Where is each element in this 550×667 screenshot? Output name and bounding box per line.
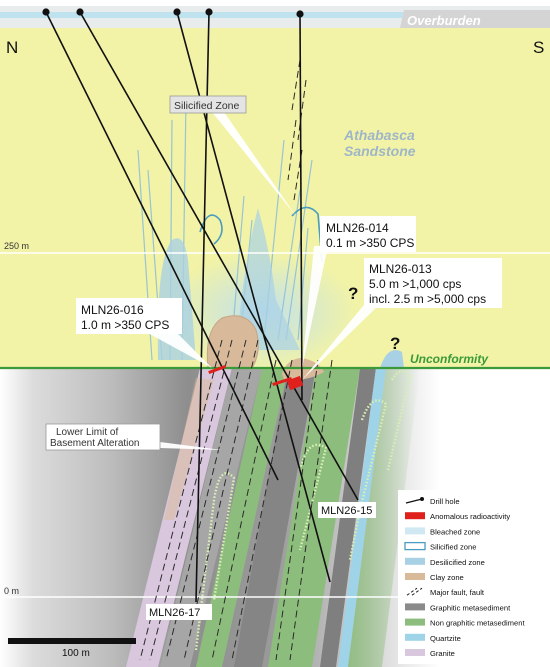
callout-mln26-013-detail-1: 5.0 m >1,000 cps <box>369 277 461 291</box>
legend-label: Non graphitic metasediment <box>430 619 525 628</box>
desilicified-zone-east <box>380 350 404 368</box>
hole-label-mln26-17: MLN26-17 <box>149 607 200 619</box>
legend-label: Desilicified zone <box>430 558 485 567</box>
legend-item: Clay zone <box>405 573 464 582</box>
silicified-zone-label-box <box>169 95 247 114</box>
legend-symbol <box>405 557 425 565</box>
drill-hole-mln26-014 <box>299 13 303 401</box>
legend-item: Desilicified zone <box>405 557 485 567</box>
question-mark-central: ? <box>348 284 358 303</box>
callout-mln26-014-box <box>320 216 416 252</box>
hole-label-mln26-17-box <box>146 604 212 620</box>
callout-mln26-013-detail-2: incl. 2.5 m >5,000 cps <box>369 292 486 306</box>
legend-label: Granite <box>430 649 455 658</box>
callout-mln26-016-box <box>76 298 182 334</box>
legend-item: Granite <box>405 649 455 658</box>
athabasca-label-line2: Sandstone <box>344 143 416 159</box>
lower-limit-label-line2: Basement Alteration <box>50 438 140 449</box>
clay-zone-central <box>282 358 324 381</box>
non-graphitic-strip-2 <box>268 368 360 667</box>
callout-mln26-014-detail: 0.1 m >350 CPS <box>326 236 414 250</box>
legend-label: Major fault, fault <box>430 588 485 597</box>
callout-mln26-013-box <box>364 258 502 308</box>
legend-symbol <box>405 573 425 580</box>
overburden-label-band <box>400 10 550 28</box>
legend-label: Clay zone <box>430 573 464 582</box>
drill-hole-mln26-15 <box>79 11 359 501</box>
legend-item: Anomalous radioactivity <box>405 512 510 521</box>
lower-limit-label-line1: Lower Limit of <box>56 427 118 438</box>
silicified-outline-east <box>291 206 323 263</box>
callout-pointers <box>146 112 384 450</box>
scale-bar-label: 100 m <box>62 648 90 659</box>
graphitic-strip-2 <box>234 368 316 667</box>
legend-symbol <box>404 541 426 551</box>
callout-mln26-014-hole: MLN26-014 <box>326 221 389 235</box>
depth-label-0: 0 m <box>4 586 19 596</box>
legend-item: Silicified zone <box>404 541 476 552</box>
clay-zone-west <box>206 315 259 369</box>
legend-symbol <box>405 618 425 626</box>
legend-symbol <box>406 587 423 596</box>
collar-markers <box>42 8 304 18</box>
question-mark-east: ? <box>390 334 400 353</box>
legend-label: Quartzite <box>430 634 461 643</box>
overburden-label: Overburden <box>407 13 481 28</box>
overburden-water <box>0 12 550 18</box>
legend-symbol <box>405 527 425 535</box>
silicified-zone-label: Silicified Zone <box>174 100 240 112</box>
legend-symbol <box>405 512 425 520</box>
clay-zone-basement <box>164 378 214 520</box>
lower-limit-label-box <box>45 423 161 451</box>
legend-symbol <box>405 649 425 656</box>
legend-symbol <box>405 497 424 504</box>
unconformity-label: Unconformity <box>410 352 489 366</box>
callout-mln26-013-hole: MLN26-013 <box>369 262 432 276</box>
folded-marker-horizons <box>194 369 412 651</box>
non-graphitic-strip-1 <box>196 368 288 667</box>
legend-item: Non graphitic metasediment <box>405 618 525 628</box>
legend-symbol <box>405 633 425 641</box>
legend-label: Silicified zone <box>430 543 476 552</box>
depth-label-250: 250 m <box>4 241 29 251</box>
legend-label: Graphitic metasediment <box>430 603 511 612</box>
hole-label-mln26-15: MLN26-15 <box>321 505 372 517</box>
legend-label: Drill hole <box>430 497 460 506</box>
granite-strip <box>126 368 232 667</box>
north-label: N <box>6 38 18 57</box>
south-label: S <box>533 38 544 57</box>
athabasca-label-line1: Athabasca <box>343 127 415 143</box>
legend-label: Anomalous radioactivity <box>430 512 510 521</box>
non-graphitic-strip-3 <box>348 368 420 667</box>
hole-label-mln26-15-box <box>318 502 376 518</box>
legend-label: Bleached zone <box>430 527 480 536</box>
legend-item: Bleached zone <box>405 527 480 536</box>
legend-item: Graphitic metasediment <box>405 603 511 612</box>
anomalous-radioactivity <box>208 364 304 391</box>
legend-item: Drill hole <box>405 497 460 506</box>
callout-mln26-016-hole: MLN26-016 <box>81 303 144 317</box>
legend-symbol <box>405 603 425 611</box>
scale-bar <box>8 638 136 644</box>
legend-item: Quartzite <box>405 633 461 643</box>
callout-mln26-016-detail: 1.0 m >350 CPS <box>81 318 169 332</box>
legend-item: Major fault, fault <box>406 587 485 597</box>
drill-hole-mln26-016 <box>45 11 279 481</box>
